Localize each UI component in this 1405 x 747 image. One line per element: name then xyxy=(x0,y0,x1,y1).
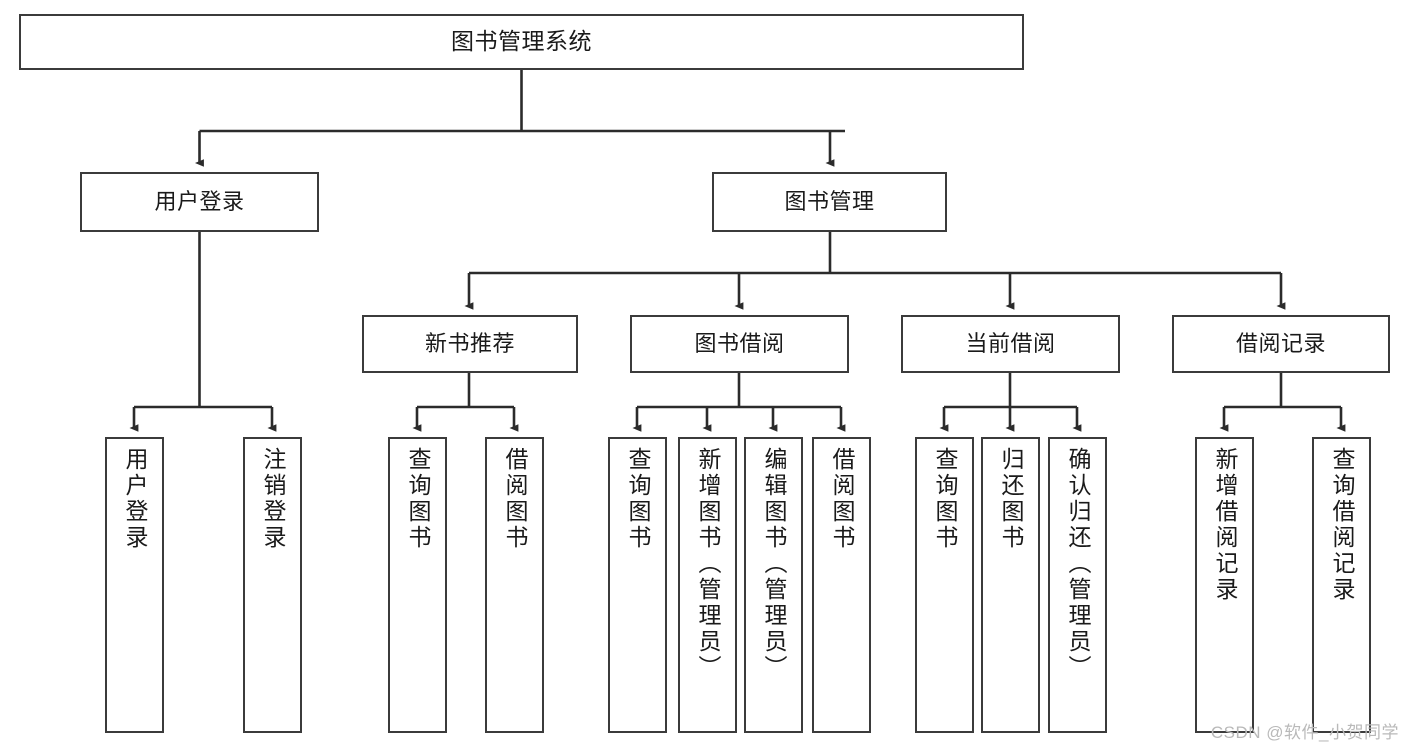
node-record-query[interactable]: 查询借阅记录 xyxy=(1312,437,1371,733)
node-current-borrow[interactable]: 当前借阅 xyxy=(901,315,1120,373)
node-user-login[interactable]: 用户登录 xyxy=(80,172,319,232)
node-current-borrow-label: 当前借阅 xyxy=(965,330,1056,356)
node-book-borrow[interactable]: 图书借阅 xyxy=(630,315,849,373)
watermark: CSDN @软件_小贺同学 xyxy=(1210,723,1399,742)
node-borrow-query-book-label: 查询图书 xyxy=(625,447,651,551)
node-book-management-label: 图书管理 xyxy=(784,188,875,214)
node-root[interactable]: 图书管理系统 xyxy=(19,14,1024,70)
node-current-query-book-label: 查询图书 xyxy=(932,447,958,551)
node-borrow-edit-book-label: 编辑图书（管理员） xyxy=(761,447,787,681)
node-recommend-query-book-label: 查询图书 xyxy=(405,447,431,551)
node-new-book-recommend-label: 新书推荐 xyxy=(424,330,515,356)
node-record-query-label: 查询借阅记录 xyxy=(1329,447,1355,603)
node-borrow-borrow-book[interactable]: 借阅图书 xyxy=(812,437,871,733)
node-current-confirm-return[interactable]: 确认归还（管理员） xyxy=(1048,437,1107,733)
node-current-confirm-return-label: 确认归还（管理员） xyxy=(1065,447,1091,681)
node-recommend-borrow-book[interactable]: 借阅图书 xyxy=(485,437,544,733)
node-borrow-borrow-book-label: 借阅图书 xyxy=(829,447,855,551)
node-current-query-book[interactable]: 查询图书 xyxy=(915,437,974,733)
node-user-logout-action-label: 注销登录 xyxy=(260,447,286,551)
node-borrow-record[interactable]: 借阅记录 xyxy=(1172,315,1390,373)
node-borrow-add-book[interactable]: 新增图书（管理员） xyxy=(678,437,737,733)
node-book-borrow-label: 图书借阅 xyxy=(694,330,785,356)
node-book-management[interactable]: 图书管理 xyxy=(712,172,947,232)
node-borrow-query-book[interactable]: 查询图书 xyxy=(608,437,667,733)
node-current-return-book-label: 归还图书 xyxy=(998,447,1024,551)
node-user-logout-action[interactable]: 注销登录 xyxy=(243,437,302,733)
node-borrow-record-label: 借阅记录 xyxy=(1235,330,1326,356)
node-new-book-recommend[interactable]: 新书推荐 xyxy=(362,315,578,373)
node-root-label: 图书管理系统 xyxy=(451,28,592,55)
node-recommend-borrow-book-label: 借阅图书 xyxy=(502,447,528,551)
node-current-return-book[interactable]: 归还图书 xyxy=(981,437,1040,733)
node-user-login-action-label: 用户登录 xyxy=(122,447,148,551)
node-user-login-action[interactable]: 用户登录 xyxy=(105,437,164,733)
node-borrow-add-book-label: 新增图书（管理员） xyxy=(695,447,721,681)
node-recommend-query-book[interactable]: 查询图书 xyxy=(388,437,447,733)
node-borrow-edit-book[interactable]: 编辑图书（管理员） xyxy=(744,437,803,733)
node-record-add[interactable]: 新增借阅记录 xyxy=(1195,437,1254,733)
node-record-add-label: 新增借阅记录 xyxy=(1212,447,1238,603)
node-user-login-label: 用户登录 xyxy=(154,188,245,214)
